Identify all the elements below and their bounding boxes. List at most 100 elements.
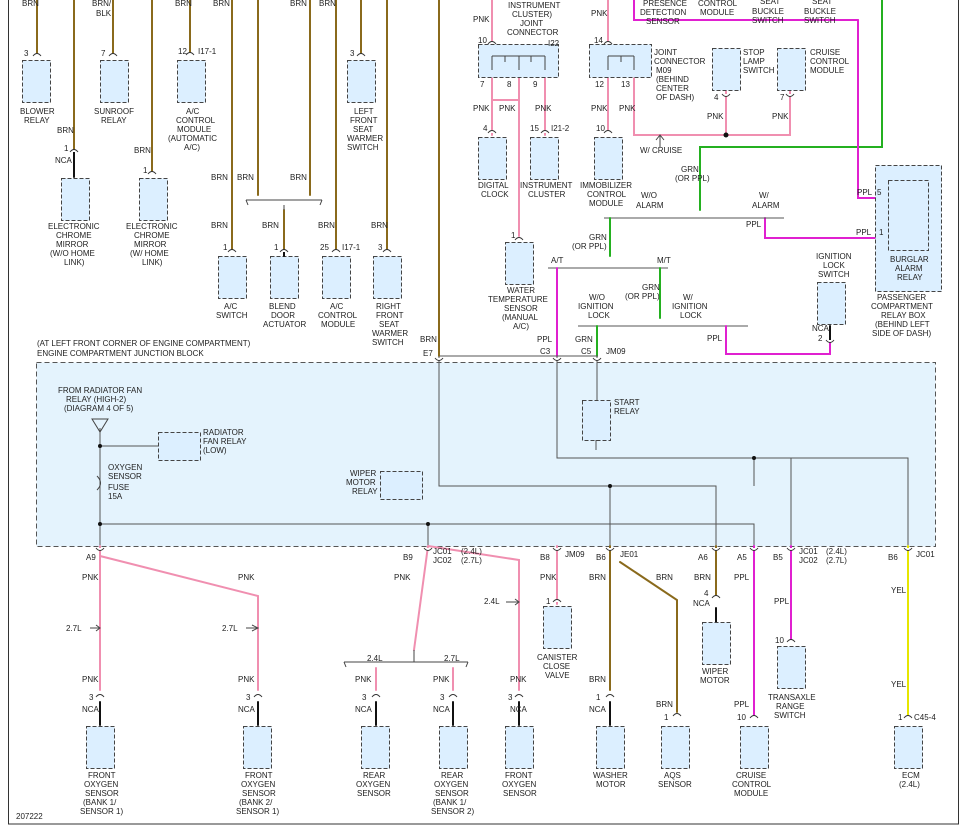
diagram-label: I22 bbox=[548, 39, 560, 48]
diagram-label: LOCK bbox=[680, 311, 702, 320]
diagram-label: SWITCH bbox=[774, 711, 806, 720]
diagram-label: (MANUAL bbox=[502, 313, 539, 322]
diagram-label: BRN bbox=[237, 173, 254, 182]
diagram-label: ALARM bbox=[895, 264, 923, 273]
immobilizer-control-module bbox=[594, 137, 623, 180]
water-temperature-sensor bbox=[505, 242, 534, 285]
diagram-label: PNK bbox=[499, 104, 516, 113]
diagram-label: CLUSTER) bbox=[512, 10, 552, 19]
diagram-label: SENSOR bbox=[108, 472, 142, 481]
diagram-label: 13 bbox=[621, 80, 630, 89]
diagram-label: IMMOBILIZER bbox=[580, 181, 632, 190]
diagram-label: MOTOR bbox=[700, 676, 730, 685]
diagram-label: RANGE bbox=[776, 702, 804, 711]
diagram-label: 7 bbox=[780, 93, 785, 102]
diagram-label: TEMPERATURE bbox=[488, 295, 548, 304]
diagram-label: BRN bbox=[656, 573, 673, 582]
diagram-label: BLK bbox=[96, 9, 112, 18]
diagram-label: GRN bbox=[575, 335, 593, 344]
cruise-control-module-top bbox=[777, 48, 806, 91]
diagram-label: ACTUATOR bbox=[263, 320, 306, 329]
diagram-label: CONTROL bbox=[587, 190, 627, 199]
front-oxygen-sensor-bank1 bbox=[86, 726, 115, 769]
diagram-label: 15A bbox=[108, 492, 123, 501]
diagram-label: SEAT bbox=[812, 0, 832, 6]
diagram-label: NCA bbox=[510, 705, 528, 714]
instrument-cluster bbox=[530, 137, 559, 180]
diagram-label: (BANK 2/ bbox=[239, 798, 273, 807]
diagram-label: PNK bbox=[540, 573, 557, 582]
diagram-label: YEL bbox=[891, 680, 907, 689]
diagram-label: CRUISE bbox=[736, 771, 766, 780]
diagram-label: ECM bbox=[902, 771, 920, 780]
diagram-label: 12 bbox=[595, 80, 604, 89]
diagram-label: 2.4L bbox=[367, 654, 383, 663]
diagram-label: (LOW) bbox=[203, 446, 227, 455]
diagram-label: PNK bbox=[82, 675, 99, 684]
diagram-label: JOINT bbox=[520, 19, 543, 28]
radiator-fan-relay-low bbox=[158, 432, 201, 461]
diagram-label: IGNITION bbox=[816, 252, 852, 261]
diagram-frame bbox=[8, 0, 959, 825]
diagram-label: NCA bbox=[355, 705, 373, 714]
diagram-label: AQS bbox=[664, 771, 681, 780]
diagram-label: DIGITAL bbox=[478, 181, 509, 190]
ecm bbox=[894, 726, 923, 769]
diagram-label: I17-1 bbox=[198, 47, 217, 56]
diagram-label: M09 bbox=[656, 66, 672, 75]
diagram-label: LAMP bbox=[743, 57, 765, 66]
diagram-label: RELAY bbox=[101, 116, 127, 125]
diagram-label: SWITCH bbox=[743, 66, 775, 75]
diagram-label: (OR PPL) bbox=[675, 174, 710, 183]
diagram-label: A6 bbox=[698, 553, 708, 562]
diagram-label: LOCK bbox=[823, 261, 845, 270]
diagram-label: NCA bbox=[693, 599, 711, 608]
diagram-label: BURGLAR bbox=[890, 255, 929, 264]
diagram-label: PPL bbox=[856, 228, 872, 237]
diagram-label: RIGHT bbox=[376, 302, 401, 311]
diagram-label: PNK bbox=[394, 573, 411, 582]
diagram-label: C3 bbox=[540, 347, 551, 356]
diagram-label: IGNITION bbox=[672, 302, 708, 311]
diagram-label: PPL bbox=[774, 597, 790, 606]
diagram-label: 4 bbox=[714, 93, 719, 102]
bottom-components bbox=[86, 606, 923, 769]
diagram-label: INSTRUMENT bbox=[508, 1, 561, 10]
diagram-label: PNK bbox=[510, 675, 527, 684]
diagram-label: BRN bbox=[22, 0, 39, 8]
diagram-label: NCA bbox=[82, 705, 100, 714]
electronic-chrome-mirror-wo-homelink bbox=[61, 178, 90, 221]
diagram-label: SWITCH bbox=[752, 16, 784, 25]
diagram-label: WIPER bbox=[350, 469, 376, 478]
diagram-label: LINK) bbox=[64, 258, 85, 267]
burglar-alarm-relay bbox=[888, 180, 929, 251]
diagram-label: BLOWER bbox=[20, 107, 55, 116]
diagram-label: BRN bbox=[290, 0, 307, 8]
diagram-label: ELECTRONIC bbox=[126, 222, 178, 231]
diagram-label: I17-1 bbox=[342, 243, 361, 252]
diagram-label: 2 bbox=[818, 334, 823, 343]
diagram-label: MOTOR bbox=[596, 780, 626, 789]
diagram-label: A5 bbox=[737, 553, 747, 562]
diagram-label: A/C bbox=[330, 302, 344, 311]
diagram-label: 207222 bbox=[16, 812, 43, 821]
diagram-label: SUNROOF bbox=[94, 107, 134, 116]
diagram-label: 3 bbox=[508, 693, 513, 702]
diagram-label: 2.7L bbox=[444, 654, 460, 663]
diagram-label: (2.4L) bbox=[899, 780, 920, 789]
diagram-label: STOP bbox=[743, 48, 765, 57]
diagram-label: SENSOR bbox=[435, 789, 469, 798]
diagram-label: C5 bbox=[581, 347, 592, 356]
diagram-label: OXYGEN bbox=[434, 780, 468, 789]
diagram-label: COMPARTMENT bbox=[871, 302, 933, 311]
rear-oxygen-sensor bbox=[361, 726, 390, 769]
washer-motor bbox=[596, 726, 625, 769]
diagram-label: PPL bbox=[537, 335, 553, 344]
diagram-label: FROM RADIATOR FAN bbox=[58, 386, 142, 395]
wiper-motor-relay bbox=[380, 471, 423, 500]
diagram-label: 1 bbox=[879, 228, 884, 237]
diagram-label: JC02 bbox=[433, 556, 452, 565]
diagram-label: 1 bbox=[596, 693, 601, 702]
left-front-seat-warmer-switch bbox=[347, 60, 376, 103]
diagram-label: RELAY bbox=[352, 487, 378, 496]
